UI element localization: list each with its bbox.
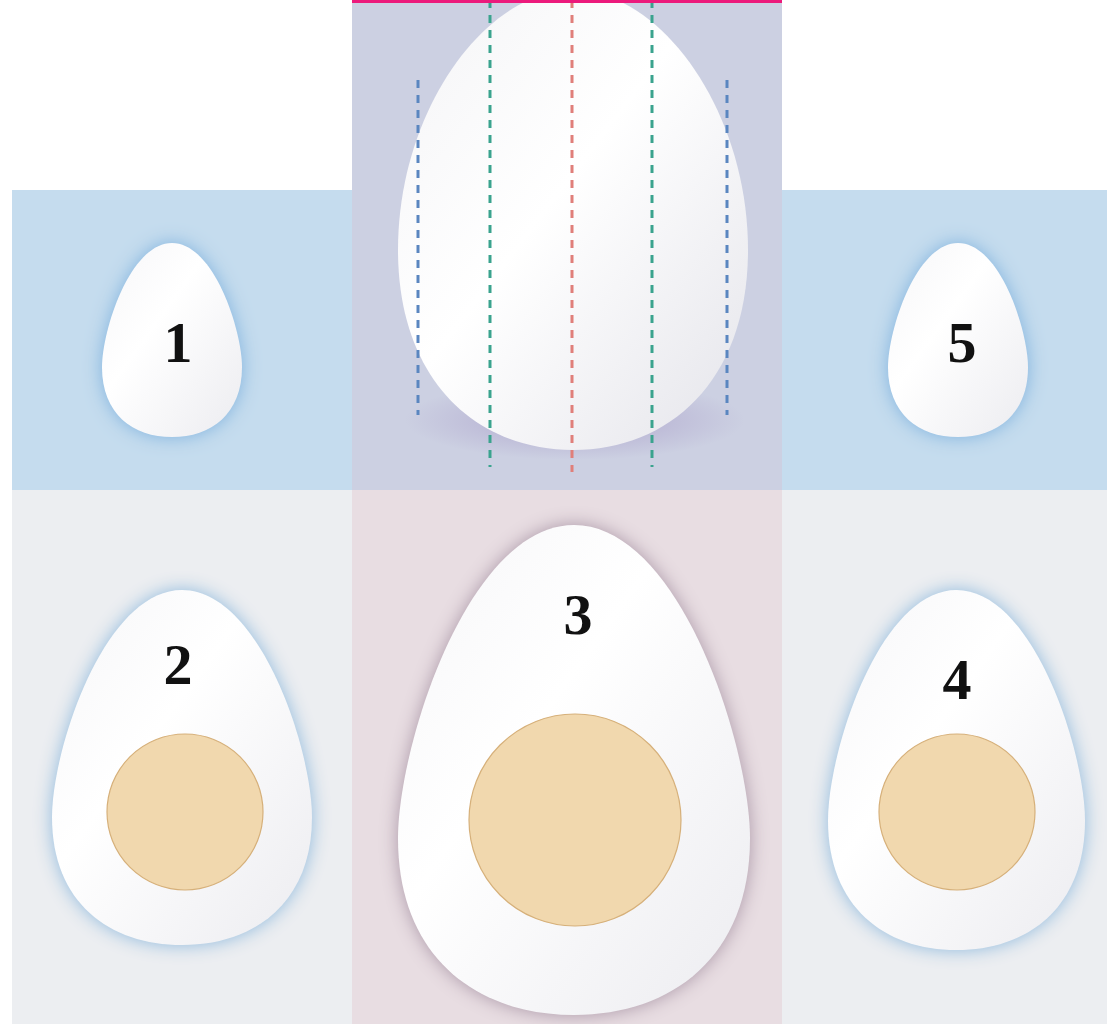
panel: [782, 190, 1107, 490]
guide-line: [651, 0, 654, 467]
egg-shape: 2: [52, 590, 312, 945]
panel: [782, 490, 1107, 1024]
egg-yolk: [879, 734, 1035, 890]
guide-line: [571, 0, 574, 472]
egg-body: [102, 243, 242, 437]
egg-outline: [828, 590, 1085, 950]
egg-shape: 4: [828, 590, 1085, 950]
egg-body: [828, 590, 1085, 950]
egg-shape: 5: [888, 243, 1028, 437]
egg-yolk: [469, 714, 681, 926]
guide-line: [417, 80, 420, 415]
egg-shape: 1: [102, 243, 242, 437]
egg-shape: 3: [398, 525, 750, 1015]
guide-line: [726, 80, 729, 415]
callout-number: 5: [948, 314, 977, 372]
top-bar: [352, 0, 782, 3]
callout-number: 2: [164, 636, 193, 694]
egg-yolk: [107, 734, 263, 890]
callout-number: 4: [943, 651, 972, 709]
callout-number: 1: [164, 314, 193, 372]
panel: [352, 490, 782, 1024]
egg-body: [888, 243, 1028, 437]
callout-number: 3: [564, 586, 593, 644]
guide-line: [489, 0, 492, 467]
panel: [12, 490, 352, 1024]
panel: [12, 190, 352, 490]
egg-body: [52, 590, 312, 945]
egg-body: [398, 525, 750, 1015]
